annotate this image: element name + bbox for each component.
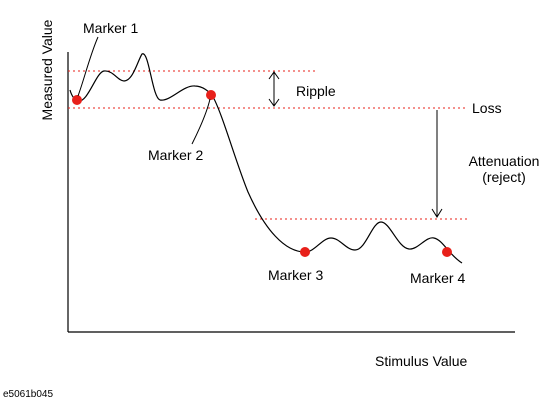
marker-1-dot [72,95,82,105]
y-axis-label: Measured Value [39,19,55,120]
attenuation-reject-label: (reject) [482,169,526,185]
loss-label: Loss [472,100,502,116]
marker-1-label: Marker 1 [83,20,138,36]
marker-3-label: Marker 3 [268,267,323,283]
figure-id: e5061b045 [3,389,53,400]
ripple-label: Ripple [296,83,336,99]
x-axis-label: Stimulus Value [375,353,468,369]
attenuation-label: Attenuation [469,153,540,169]
marker-2-dot [206,90,216,100]
attenuation-arrow [431,110,443,218]
marker-4-label: Marker 4 [410,270,465,286]
marker-2-leader [191,98,211,145]
marker-4-dot [442,247,452,257]
marker-3-dot [300,247,310,257]
marker-2-label: Marker 2 [148,147,203,163]
marker-1-leader [77,36,99,97]
response-curve [69,53,463,264]
ripple-arrow [268,71,280,107]
